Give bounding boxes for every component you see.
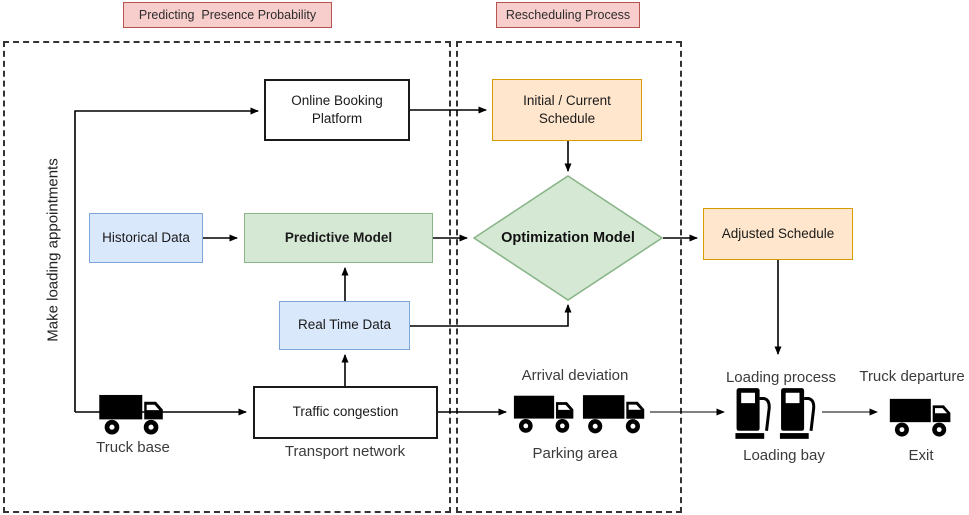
traffic-congestion-label: Traffic congestion xyxy=(292,404,399,420)
fuel-pump-icon-1 xyxy=(733,387,777,440)
loading-bay-label: Loading bay xyxy=(743,447,825,464)
diamond-shape xyxy=(472,175,664,301)
truck-base-label: Truck base xyxy=(96,439,170,456)
historical-data-node: Historical Data xyxy=(89,213,203,263)
parking-area-label: Parking area xyxy=(532,445,618,462)
truck-base-truck-icon xyxy=(98,393,167,436)
optimization-model-label: Optimization Model xyxy=(501,230,635,246)
predictive-model-node: Predictive Model xyxy=(244,213,433,263)
predicting-section-container xyxy=(3,41,451,513)
optimization-model-node: Optimization Model xyxy=(472,175,664,301)
real-time-data-label: Real Time Data xyxy=(297,317,392,333)
predictive-model-label: Predictive Model xyxy=(284,229,393,245)
section-title-rescheduling: Rescheduling Process xyxy=(496,2,640,28)
online-booking-platform-node: Online Booking Platform xyxy=(264,79,410,141)
adjusted-schedule-node: Adjusted Schedule xyxy=(703,208,853,260)
historical-data-label: Historical Data xyxy=(102,229,190,245)
parking-truck-icon-2 xyxy=(582,392,648,436)
rescheduling-section-container xyxy=(456,41,682,513)
loading-process-label: Loading process xyxy=(725,369,837,386)
arrival-deviation-label: Arrival deviation xyxy=(521,367,629,384)
exit-label: Exit xyxy=(908,447,934,464)
traffic-congestion-node: Traffic congestion xyxy=(253,386,438,439)
make-loading-appointments-label: Make loading appointments xyxy=(44,158,62,342)
parking-truck-icon-1 xyxy=(513,392,577,436)
section-title-predicting-label: Predicting Presence Probability xyxy=(138,8,317,22)
exit-truck-icon xyxy=(885,397,958,438)
section-title-rescheduling-label: Rescheduling Process xyxy=(505,8,631,22)
online-booking-platform-label: Online Booking Platform xyxy=(291,92,383,126)
fuel-pump-icon-2 xyxy=(778,387,821,440)
transport-network-label: Transport network xyxy=(284,443,406,460)
initial-current-schedule-label: Initial / Current Schedule xyxy=(523,92,611,126)
initial-current-schedule-node: Initial / Current Schedule xyxy=(492,79,642,141)
adjusted-schedule-label: Adjusted Schedule xyxy=(721,225,835,241)
section-title-predicting: Predicting Presence Probability xyxy=(123,2,332,28)
real-time-data-node: Real Time Data xyxy=(279,301,410,350)
truck-departure-label: Truck departure xyxy=(859,368,965,385)
